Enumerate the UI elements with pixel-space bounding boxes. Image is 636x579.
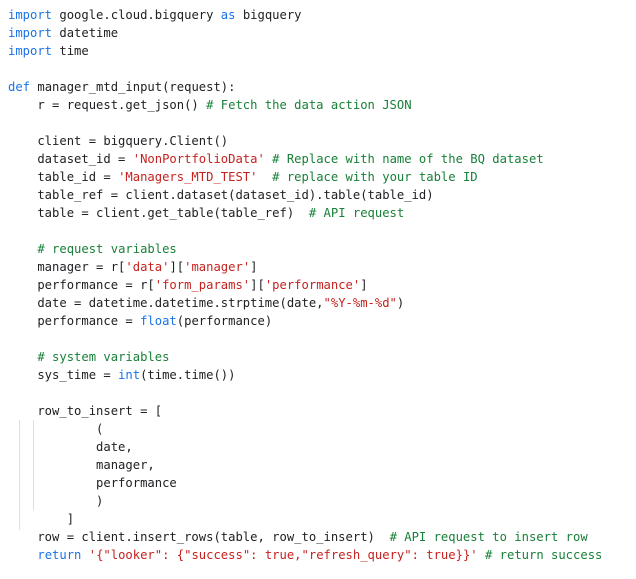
code-token: sys_time = (8, 368, 119, 382)
code-line (8, 114, 602, 132)
code-token: (time.time()) (140, 368, 236, 382)
code-token (8, 242, 37, 256)
code-token: performance = r[ (8, 278, 155, 292)
code-line: # request variables (8, 240, 602, 258)
code-line: row = client.insert_rows(table, row_to_i… (8, 528, 602, 546)
code-token: row = client.insert_rows(table, row_to_i… (8, 530, 390, 544)
code-token (8, 350, 37, 364)
code-line: import time (8, 42, 602, 60)
code-token: import (8, 8, 53, 22)
code-token: import (8, 26, 53, 40)
code-token (257, 170, 272, 184)
code-token: performance (8, 476, 177, 490)
code-token: # Fetch the data action JSON (206, 98, 412, 112)
code-token: google.cloud.bigquery (52, 8, 221, 22)
code-token: dataset_id = (8, 152, 133, 166)
code-line (8, 222, 602, 240)
code-line: date, (8, 438, 602, 456)
code-token: manager = r[ (8, 260, 126, 274)
code-token: return (37, 548, 82, 562)
code-token: date = datetime.datetime.strptime(date, (8, 296, 324, 310)
code-line (8, 330, 602, 348)
code-line: client = bigquery.Client() (8, 132, 602, 150)
code-token: ] (360, 278, 368, 292)
code-token: performance = (8, 314, 141, 328)
code-editor: import google.cloud.bigquery as bigquery… (8, 6, 602, 564)
code-token: 'Managers_MTD_TEST' (118, 170, 258, 184)
code-token: # API request (308, 206, 405, 220)
code-token (81, 548, 88, 562)
code-line: performance (8, 474, 602, 492)
code-token: bigquery (235, 8, 302, 22)
code-token: r = request.get_json() (8, 98, 207, 112)
code-token: ] (250, 260, 258, 274)
code-token: table_id = (8, 170, 119, 184)
code-token: # API request to insert row (389, 530, 588, 544)
code-token: ( (8, 422, 104, 436)
code-token: 'performance' (264, 278, 361, 292)
code-token: datetime (52, 26, 119, 40)
code-line: manager, (8, 456, 602, 474)
code-line: import datetime (8, 24, 602, 42)
code-line: dataset_id = 'NonPortfolioData' # Replac… (8, 150, 602, 168)
code-token: 'manager' (184, 260, 251, 274)
code-line: r = request.get_json() # Fetch the data … (8, 96, 602, 114)
code-line: ( (8, 420, 602, 438)
code-line: def manager_mtd_input(request): (8, 78, 602, 96)
code-token: ) (396, 296, 405, 310)
code-line: date = datetime.datetime.strptime(date,"… (8, 294, 602, 312)
code-token: (performance) (176, 314, 273, 328)
code-token: time (52, 44, 89, 58)
code-token: table = client.get_table(table_ref) (8, 206, 309, 220)
code-token: ][ (250, 278, 265, 292)
code-token: ][ (169, 260, 185, 274)
code-token: 'form_params' (154, 278, 251, 292)
code-token: float (140, 314, 177, 328)
code-token: # return success (484, 548, 603, 562)
code-token: # Replace with name of the BQ dataset (272, 152, 544, 166)
code-line: # system variables (8, 348, 602, 366)
code-token: int (118, 368, 141, 382)
code-token: ] (8, 512, 75, 526)
code-line: import google.cloud.bigquery as bigquery (8, 6, 602, 24)
code-token: as (220, 8, 236, 22)
code-token: date, (8, 440, 133, 454)
code-token: def (8, 80, 31, 94)
code-token (8, 548, 37, 562)
code-line: row_to_insert = [ (8, 402, 602, 420)
code-token: import (8, 44, 53, 58)
code-line (8, 384, 602, 402)
code-token: "%Y-%m-%d" (323, 296, 397, 310)
code-line: sys_time = int(time.time()) (8, 366, 602, 384)
code-token (478, 548, 485, 562)
code-token: client = bigquery.Client() (8, 134, 229, 148)
code-token: '{"looker": {"success": true,"refresh_qu… (88, 548, 478, 562)
indent-guide (33, 420, 34, 510)
code-token: table_ref = client.dataset(dataset_id).t… (8, 188, 434, 202)
code-token: 'data' (125, 260, 170, 274)
code-line: table_ref = client.dataset(dataset_id).t… (8, 186, 602, 204)
code-token: ) (8, 494, 104, 508)
code-line: ) (8, 492, 602, 510)
code-token: 'NonPortfolioData' (132, 152, 265, 166)
code-line: table = client.get_table(table_ref) # AP… (8, 204, 602, 222)
code-line: performance = float(performance) (8, 312, 602, 330)
code-token: manager_mtd_input(request): (30, 80, 236, 94)
code-line: table_id = 'Managers_MTD_TEST' # replace… (8, 168, 602, 186)
code-line: return '{"looker": {"success": true,"ref… (8, 546, 602, 564)
code-token: # request variables (37, 242, 177, 256)
code-token: # replace with your table ID (272, 170, 478, 184)
code-token: manager, (8, 458, 155, 472)
code-line (8, 60, 602, 78)
indent-guide (19, 420, 20, 530)
code-token: # system variables (37, 350, 170, 364)
code-line: performance = r['form_params']['performa… (8, 276, 602, 294)
code-token: row_to_insert = [ (8, 404, 163, 418)
code-line: manager = r['data']['manager'] (8, 258, 602, 276)
code-line: ] (8, 510, 602, 528)
